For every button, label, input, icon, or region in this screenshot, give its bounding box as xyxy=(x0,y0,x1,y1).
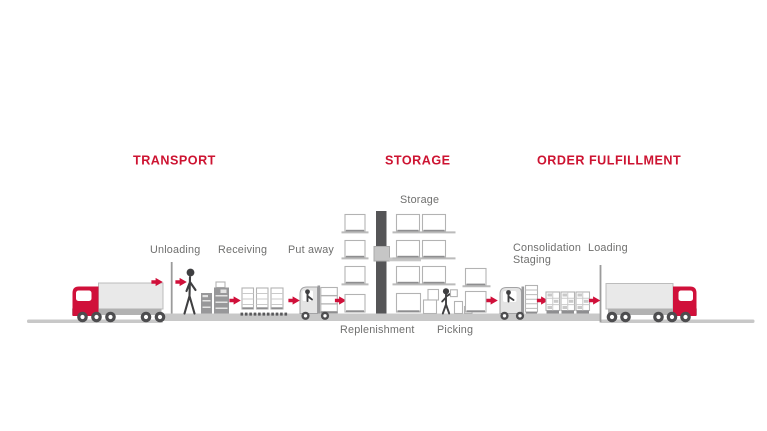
flow-arrow-icon xyxy=(175,277,187,287)
flow-arrow-icon xyxy=(486,296,498,305)
consolidation-pallets xyxy=(545,291,591,314)
outbound-cab-window xyxy=(678,290,693,301)
storage-rack xyxy=(341,211,456,315)
crane-carriage xyxy=(373,246,390,262)
wheel-icon xyxy=(91,311,102,323)
wheel-icon xyxy=(680,311,691,323)
label-unloading: Unloading xyxy=(150,244,200,256)
forklift-icon xyxy=(499,286,525,320)
worker-icon xyxy=(183,268,197,315)
label-replenishment: Replenishment xyxy=(340,324,415,336)
wheel-icon xyxy=(140,311,152,323)
section-title-order-fulfillment: ORDER FULFILLMENT xyxy=(537,154,681,168)
small-box xyxy=(453,300,464,315)
inbound-chassis xyxy=(72,308,162,315)
crane-column xyxy=(376,211,387,314)
pallet-stack-icon xyxy=(575,291,591,314)
pallet-stack-icon xyxy=(560,291,576,314)
dock-door-icon xyxy=(599,265,602,323)
inbound-trailer xyxy=(98,282,164,310)
rack-shelves-left xyxy=(341,231,369,286)
carried-load xyxy=(320,286,338,314)
label-receiving: Receiving xyxy=(218,244,267,256)
outbound-chassis xyxy=(608,308,697,315)
forklift-mast xyxy=(317,285,321,314)
driver-icon xyxy=(305,289,313,302)
flow-arrow-icon xyxy=(288,296,300,305)
wheel-icon xyxy=(77,311,88,323)
driver-icon xyxy=(506,290,515,303)
label-loading: Loading xyxy=(588,242,628,254)
label-picking: Picking xyxy=(437,324,473,336)
wheel-icon xyxy=(320,311,330,320)
wheel-icon xyxy=(606,311,618,323)
wheel-icon xyxy=(154,311,166,323)
small-box xyxy=(422,299,438,315)
label-consolidation: Consolidation xyxy=(513,242,581,254)
pallet-stack-icon xyxy=(545,291,561,314)
tray-stack xyxy=(241,287,255,310)
wheel-icon xyxy=(653,311,664,323)
label-staging: Staging xyxy=(513,254,551,266)
small-box xyxy=(427,288,440,301)
rack-shelves-right xyxy=(392,231,456,286)
section-title-transport: TRANSPORT xyxy=(133,154,216,168)
outbound-trailer xyxy=(605,283,674,310)
forklift-mast xyxy=(521,286,525,314)
picked-box xyxy=(449,289,458,298)
picking-rack xyxy=(462,267,491,313)
flow-arrow-icon xyxy=(588,296,601,305)
right-road xyxy=(600,319,755,323)
outbound-truck-icon xyxy=(605,283,697,323)
inbound-truck-icon xyxy=(72,282,166,323)
forklift-icon xyxy=(299,285,338,320)
wheel-icon xyxy=(105,311,116,323)
pallet-stack-icon xyxy=(241,287,284,310)
shelf-tower xyxy=(524,284,539,314)
section-title-storage: STORAGE xyxy=(385,154,451,168)
rack-bay-left xyxy=(344,213,366,313)
inbound-cab-window xyxy=(76,290,92,301)
warehouse-floor xyxy=(162,313,601,321)
wheel-icon xyxy=(301,311,310,320)
wheel-icon xyxy=(500,311,509,320)
tray-stack xyxy=(270,287,284,310)
tray-stack xyxy=(255,287,269,310)
wheel-icon xyxy=(515,311,525,320)
flow-arrow-icon xyxy=(229,296,241,305)
rack-bay-right xyxy=(395,213,447,315)
label-storage: Storage xyxy=(400,194,439,206)
wheel-icon xyxy=(620,311,631,323)
wheel-icon xyxy=(666,311,678,323)
label-put-away: Put away xyxy=(288,244,334,256)
receiving-goods-stack xyxy=(201,281,229,314)
dock-door-icon xyxy=(170,262,173,314)
picker-worker-icon xyxy=(441,288,458,315)
conveyor-icon xyxy=(240,312,288,316)
